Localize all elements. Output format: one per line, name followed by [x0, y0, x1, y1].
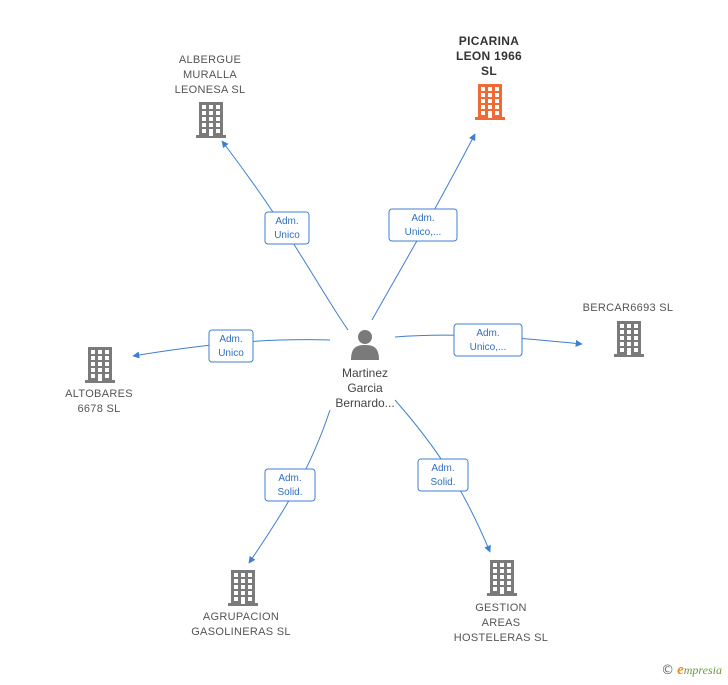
edge-label-box — [388, 208, 458, 242]
company-label: LEONESA SL — [175, 84, 246, 96]
edge-label-text: Solid. — [277, 487, 302, 498]
edge-label-bercar[interactable]: Adm. Unico,... — [453, 323, 523, 357]
company-node-altobares[interactable]: ALTOBARES 6678 SL — [65, 347, 133, 415]
edge-label-text: Unico,... — [405, 227, 442, 238]
company-node-albergue[interactable]: ALBERGUE MURALLA LEONESA SL — [175, 54, 246, 138]
building-icon[interactable] — [196, 102, 226, 138]
edge-label-text: Adm. — [476, 328, 499, 339]
company-label: GESTION — [475, 602, 527, 614]
person-label: Bernardo... — [335, 396, 394, 410]
edge-label-box — [264, 211, 310, 245]
edge-label-text: Unico,... — [470, 342, 507, 353]
edge-label-altobares[interactable]: Adm. Unico — [208, 329, 254, 363]
edge-label-gestion[interactable]: Adm. Solid. — [417, 458, 469, 492]
company-label: 6678 SL — [77, 403, 120, 415]
brand-footer: © empresia — [661, 662, 722, 679]
company-label: AGRUPACION — [203, 611, 279, 623]
company-label: LEON 1966 — [456, 49, 522, 63]
company-node-bercar[interactable]: BERCAR6693 SL — [583, 302, 674, 357]
company-label: SL — [481, 64, 497, 78]
edge-label-albergue[interactable]: Adm. Unico — [264, 211, 310, 245]
building-icon[interactable] — [614, 321, 644, 357]
building-icon[interactable] — [487, 560, 517, 596]
person-node[interactable]: MartinezGarciaBernardo... — [335, 330, 395, 410]
company-label: ALBERGUE — [179, 54, 241, 66]
edge-label-text: Adm. — [411, 213, 434, 224]
edge-label-text: Adm. — [219, 334, 242, 345]
company-label: MURALLA — [183, 69, 237, 81]
brand-logo-initial: e — [677, 662, 684, 678]
edge-label-text: Adm. — [275, 216, 298, 227]
company-label: AREAS — [482, 617, 521, 629]
building-icon[interactable] — [85, 347, 115, 383]
edge-label-box — [453, 323, 523, 357]
edge-label-agrupacion[interactable]: Adm. Solid. — [264, 468, 316, 502]
edge-label-text: Unico — [218, 348, 244, 359]
building-icon[interactable] — [475, 84, 505, 120]
company-label: HOSTELERAS SL — [454, 632, 548, 644]
edge-label-box — [264, 468, 316, 502]
person-label: Garcia — [347, 381, 383, 395]
edge-label-text: Unico — [274, 230, 300, 241]
edge-label-text: Solid. — [430, 477, 455, 488]
edge-labels-layer: Adm.UnicoAdm.Unico,...Adm.Unico,...Adm.U… — [208, 208, 523, 502]
edge-label-box — [417, 458, 469, 492]
company-node-agrupacion[interactable]: AGRUPACION GASOLINERAS SL — [191, 570, 291, 638]
company-label: GASOLINERAS SL — [191, 626, 291, 638]
brand-logo-text: mpresia — [683, 663, 722, 677]
person-label: Martinez — [342, 366, 388, 380]
company-label: BERCAR6693 SL — [583, 302, 674, 314]
edge-label-text: Adm. — [431, 463, 454, 474]
edge-label-text: Adm. — [278, 473, 301, 484]
edge-albergue — [221, 140, 349, 331]
person-icon — [351, 330, 379, 360]
company-label: ALTOBARES — [65, 388, 133, 400]
company-node-gestion[interactable]: GESTION AREAS HOSTELERAS SL — [454, 560, 548, 644]
edge-label-picarina[interactable]: Adm. Unico,... — [388, 208, 458, 242]
copyright-icon: © — [661, 663, 675, 678]
building-icon[interactable] — [228, 570, 258, 606]
edge-label-box — [208, 329, 254, 363]
company-label: PICARINA — [459, 34, 519, 48]
